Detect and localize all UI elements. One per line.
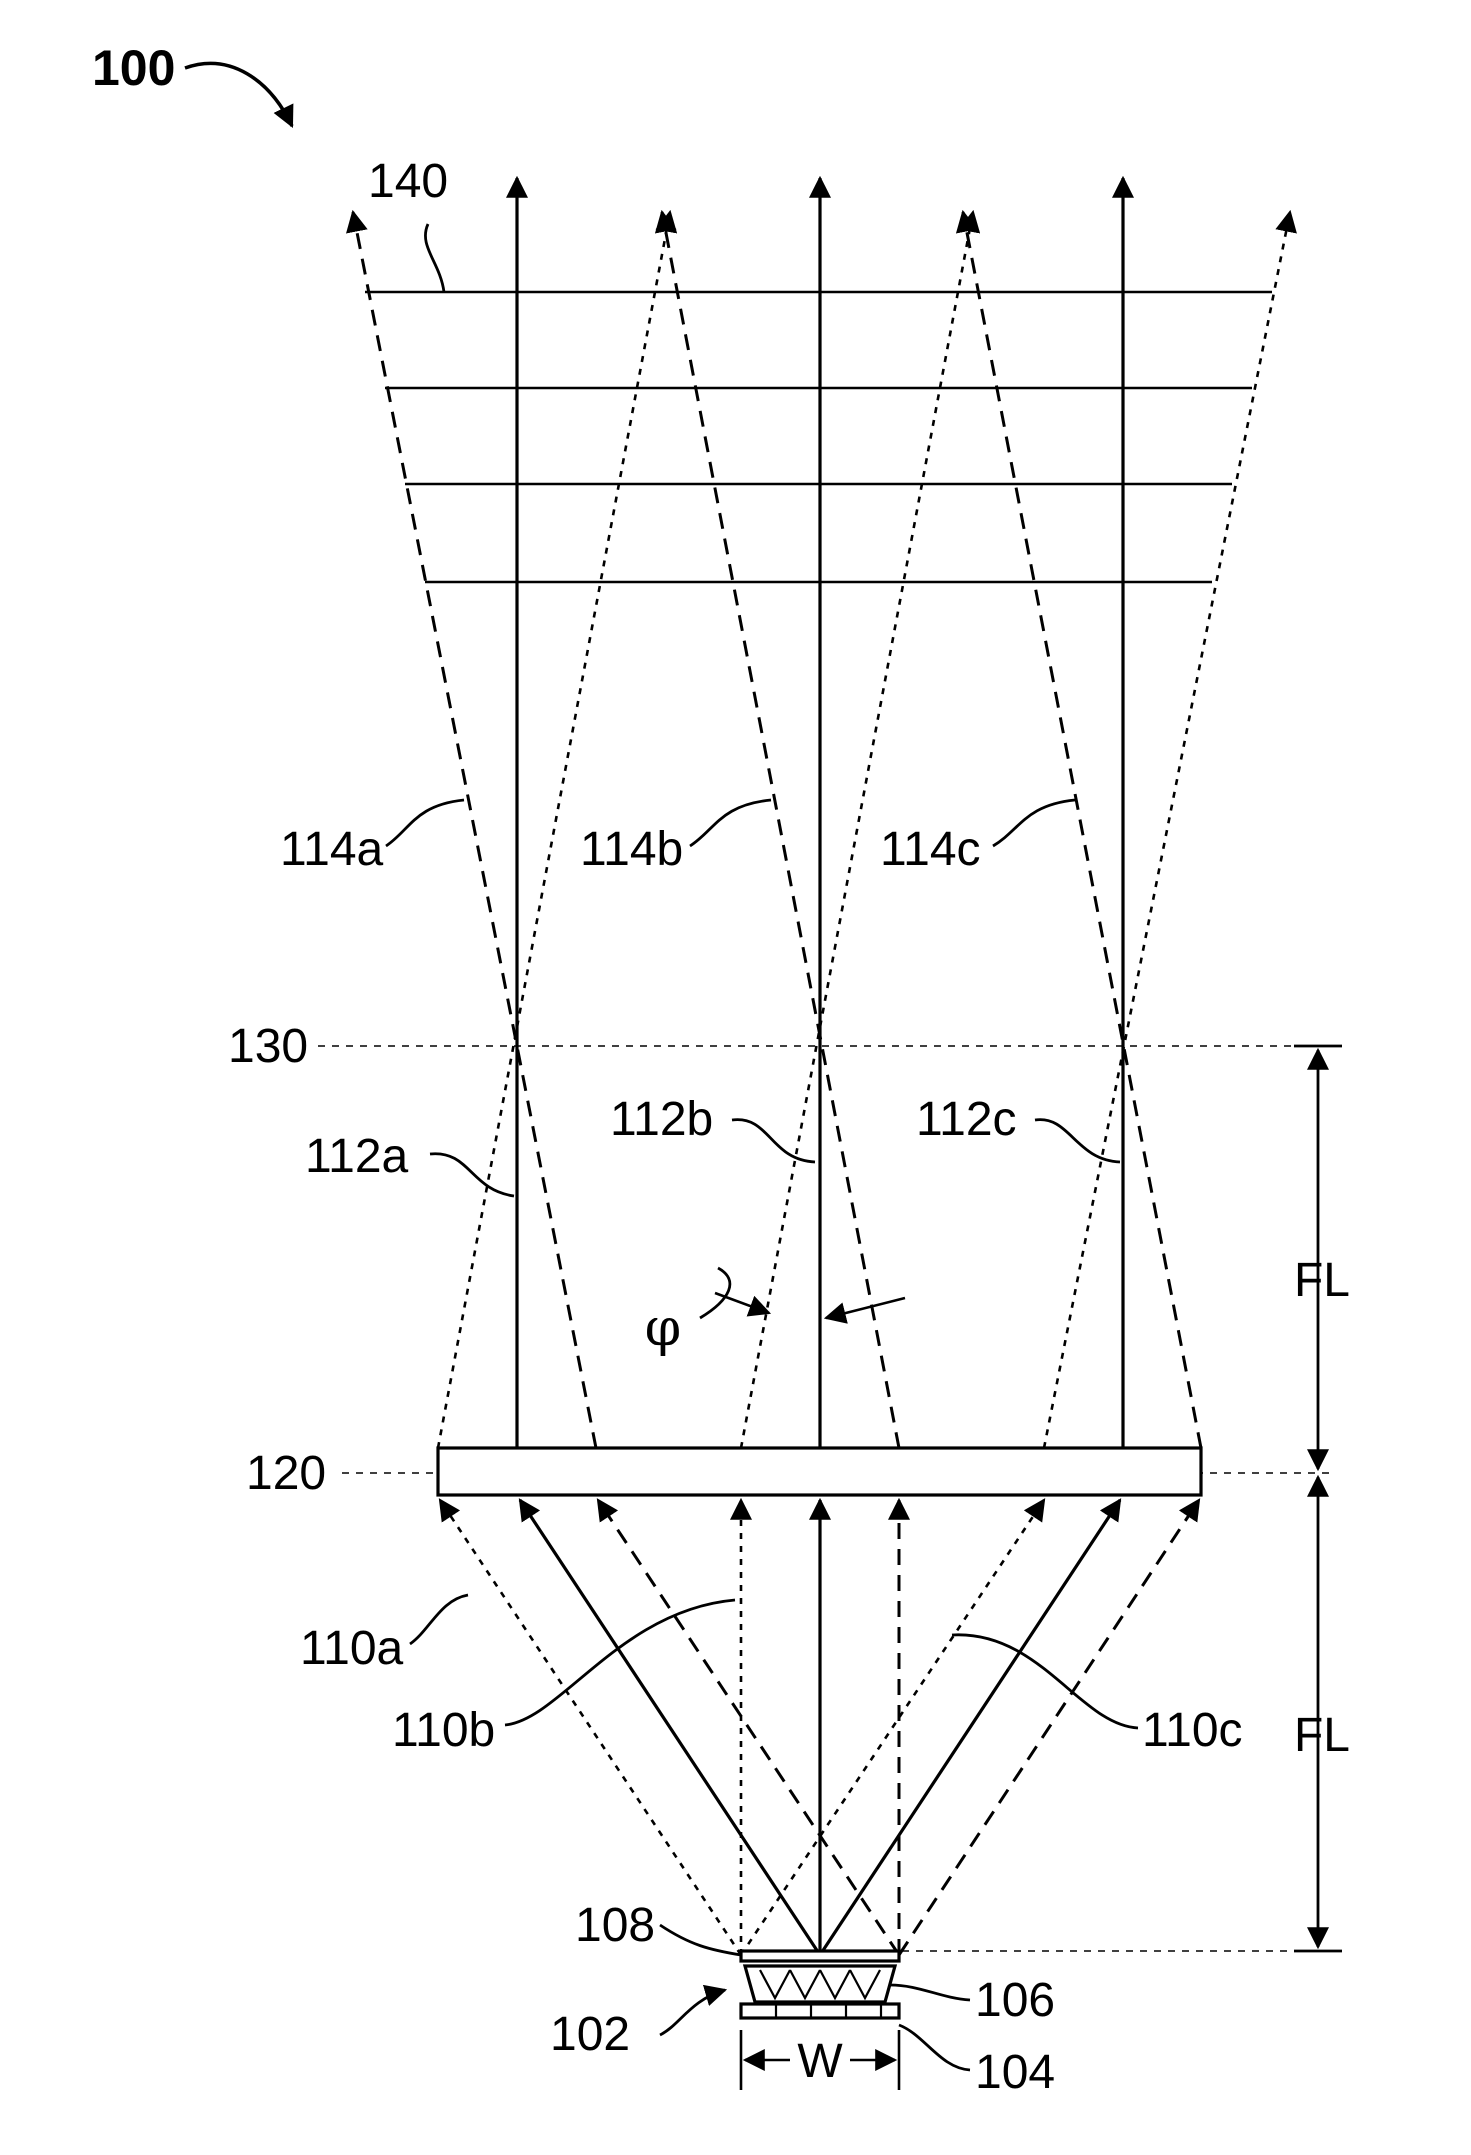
ray-110c-dotted (741, 1500, 1044, 1955)
dashed-rays-above-lens (353, 212, 1201, 1448)
label-140: 140 (368, 155, 448, 208)
label-110c: 110c (1142, 1704, 1243, 1757)
phi-leader (700, 1268, 730, 1318)
leader-102 (660, 1990, 725, 2035)
source-rays (440, 1500, 1199, 1955)
leader-114c (993, 800, 1075, 846)
figure-number-leader (185, 63, 292, 126)
source-assembly (741, 1951, 899, 2018)
ray-dashed-c (963, 212, 1201, 1448)
leader-110a (410, 1595, 468, 1644)
label-110b: 110b (392, 1704, 495, 1757)
label-110a: 110a (300, 1622, 404, 1675)
label-114c: 114c (880, 823, 981, 876)
fl-lower-label: FL (1294, 1709, 1350, 1762)
layer-104 (741, 2004, 899, 2018)
leader-114a (386, 800, 464, 846)
leader-140 (425, 224, 444, 292)
label-120: 120 (246, 1447, 326, 1500)
ray-110a-dashed (598, 1500, 899, 1955)
phi-label: φ (645, 1298, 681, 1358)
leader-110b (505, 1600, 735, 1725)
leader-106 (890, 1985, 970, 2000)
ray-110a-solid (520, 1500, 820, 1955)
layer-108 (741, 1951, 899, 1961)
leader-114b (690, 800, 771, 846)
label-130: 130 (228, 1020, 308, 1073)
label-112b: 112b (610, 1093, 713, 1146)
phi-arrow-right (826, 1298, 905, 1318)
label-104: 104 (975, 2046, 1055, 2099)
leader-104 (899, 2025, 970, 2070)
label-108: 108 (575, 1899, 655, 1952)
lens-element (438, 1448, 1201, 1495)
leader-108 (660, 1925, 741, 1955)
ray-dashed-a (353, 212, 596, 1448)
label-112a: 112a (305, 1130, 409, 1183)
label-106: 106 (975, 1974, 1055, 2027)
label-114a: 114a (280, 823, 384, 876)
ray-dashed-b (662, 212, 899, 1448)
ray-110c-solid (820, 1500, 1120, 1955)
width-label: W (797, 2035, 843, 2088)
label-112c: 112c (916, 1093, 1017, 1146)
figure-number: 100 (92, 40, 175, 96)
leader-112a (430, 1154, 514, 1196)
phi-arrow-left (715, 1293, 769, 1313)
fl-upper-label: FL (1294, 1254, 1350, 1307)
label-114b: 114b (580, 823, 683, 876)
label-102: 102 (550, 2008, 630, 2061)
